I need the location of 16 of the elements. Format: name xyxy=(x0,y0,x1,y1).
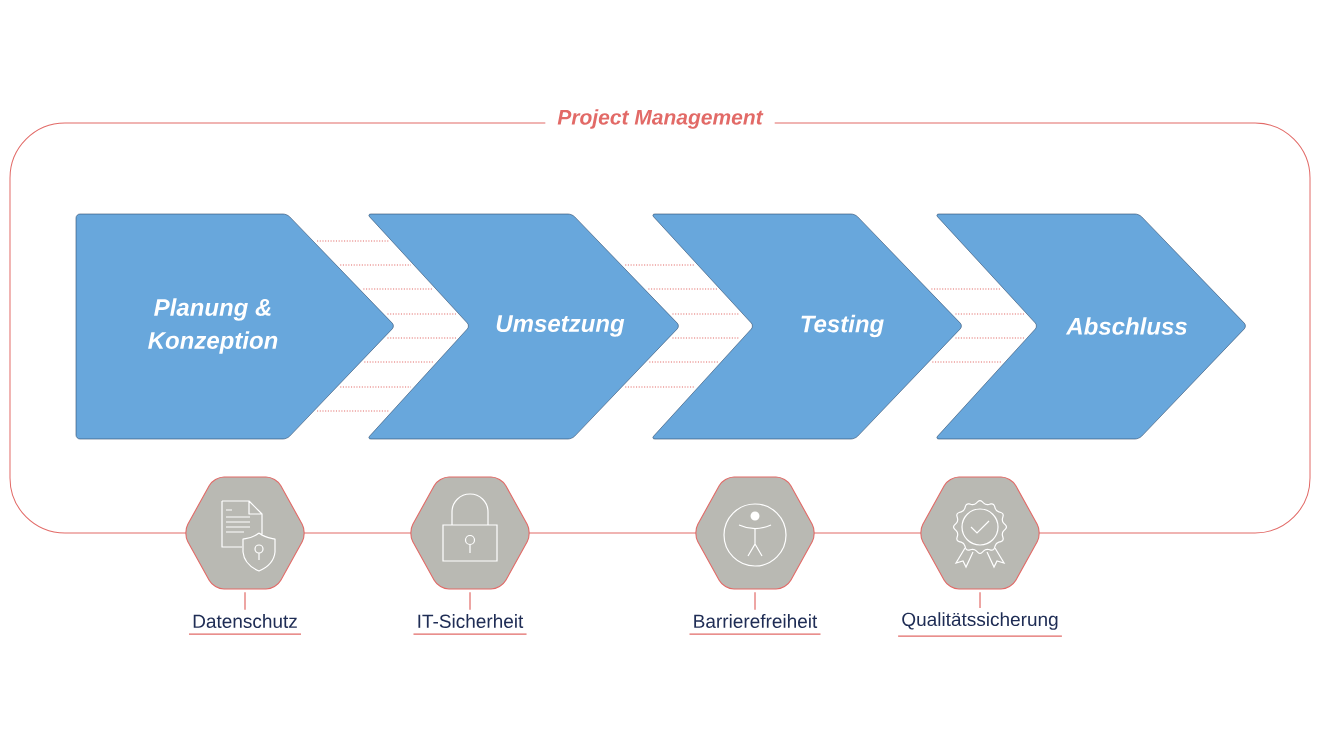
dotted-connector xyxy=(954,337,1025,339)
frame-title: Project Management xyxy=(545,107,775,131)
leader-line xyxy=(469,591,471,611)
dotted-connector xyxy=(671,337,741,339)
underlined-label: IT-Sicherheit xyxy=(412,614,528,635)
hexagon-shape xyxy=(920,476,1040,590)
hexagon-shape xyxy=(185,476,305,590)
dotted-connector xyxy=(386,337,457,339)
leader-line xyxy=(244,591,246,611)
leader-line xyxy=(979,591,981,609)
underlined-label: Datenschutz xyxy=(188,614,302,635)
hexagon-shape xyxy=(695,476,815,590)
underlined-label: Qualitätssicherung xyxy=(897,612,1063,637)
leader-line xyxy=(754,591,756,611)
hexagon-shape xyxy=(410,476,530,590)
underlined-label: Barrierefreiheit xyxy=(688,614,822,635)
